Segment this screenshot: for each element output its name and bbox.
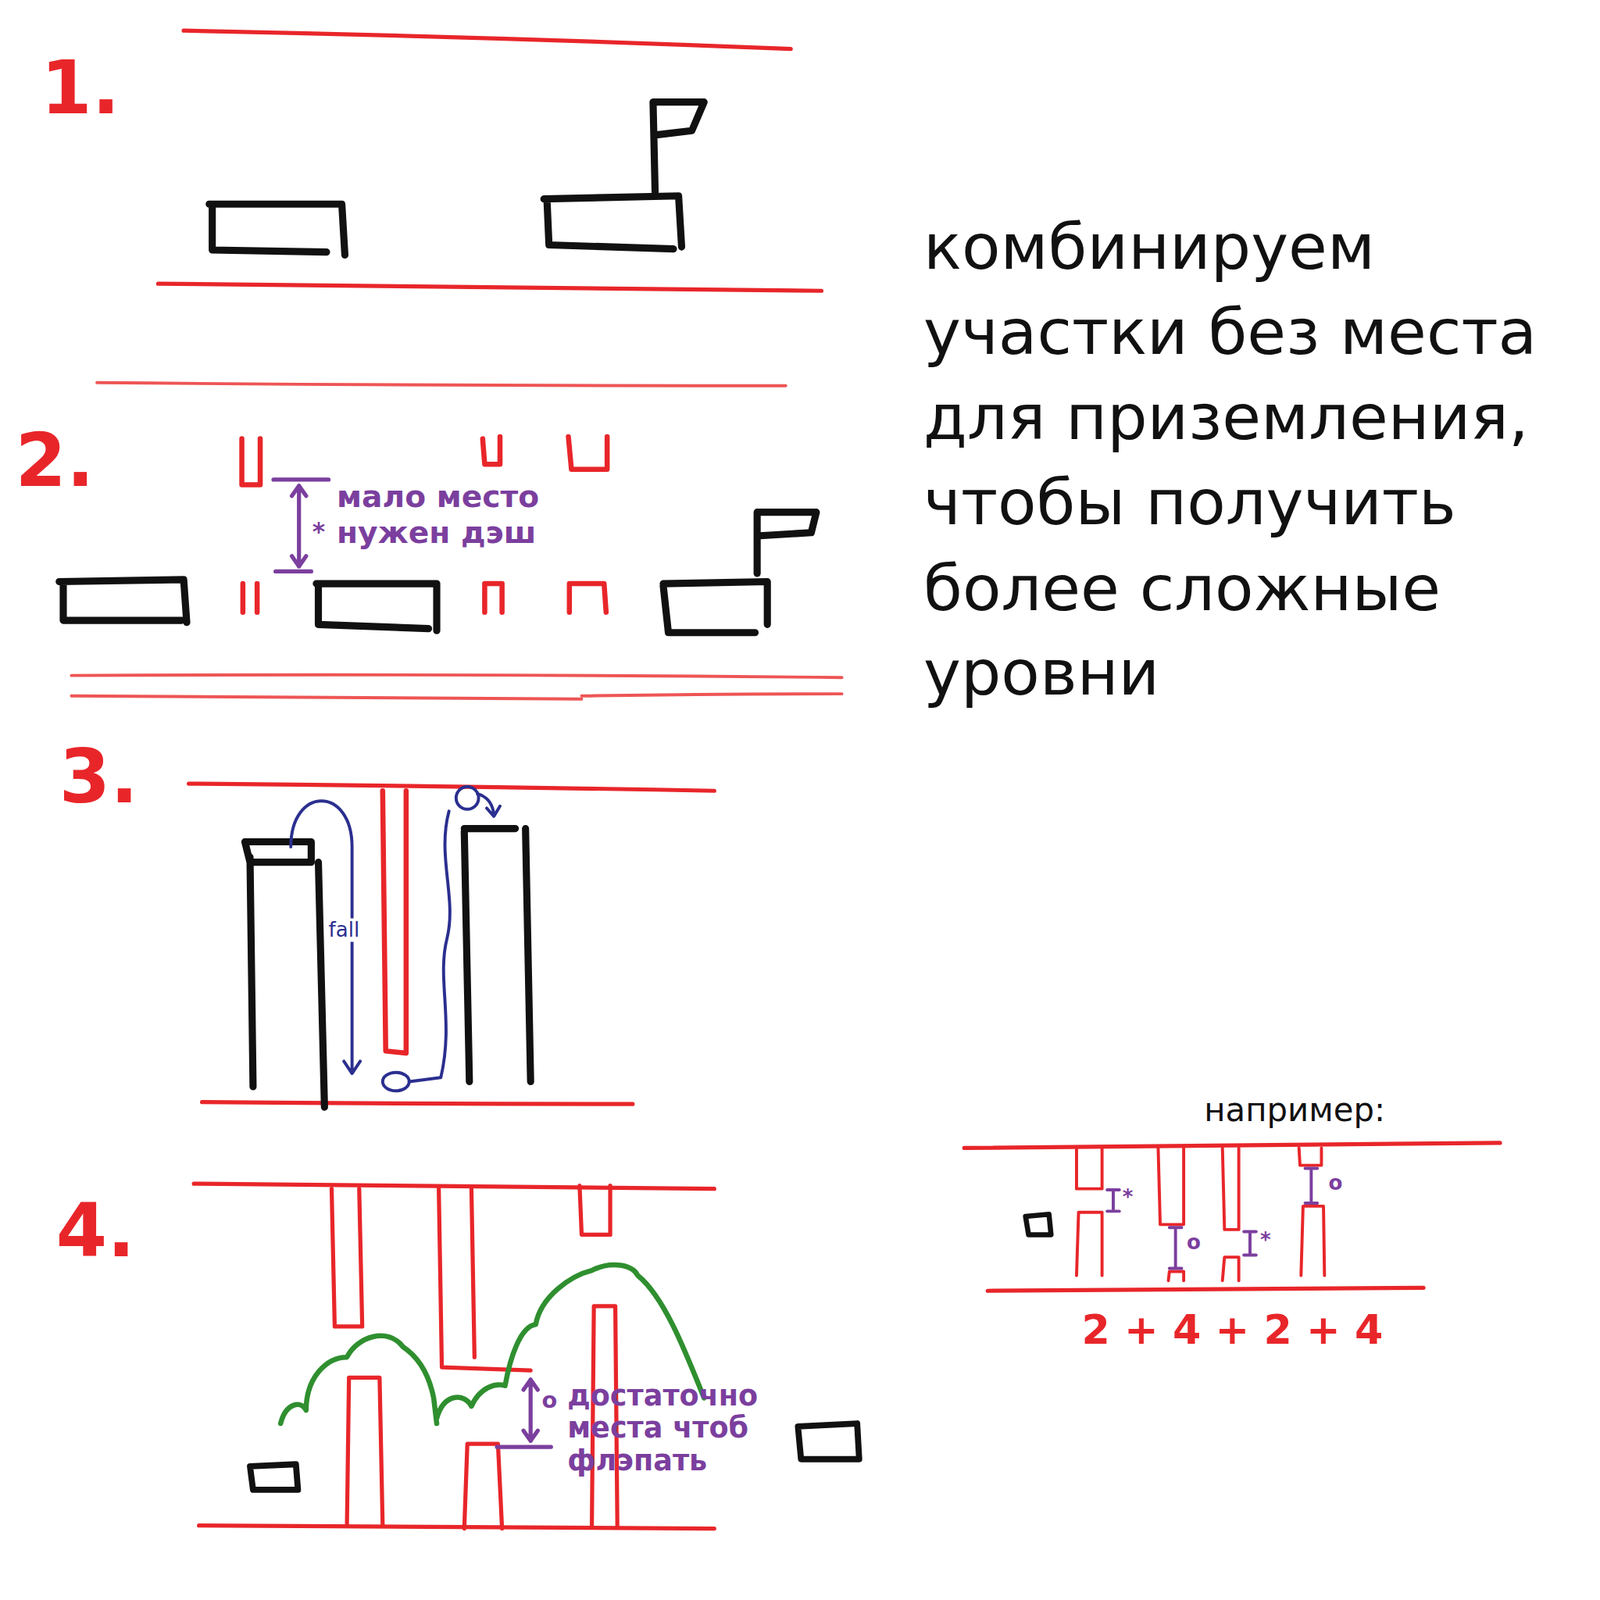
section-number: 1.	[40, 46, 120, 131]
goal-flag	[653, 102, 704, 193]
section-sum: 2 + 4 + 2 + 4	[1081, 1306, 1383, 1354]
pillar	[244, 842, 325, 1108]
level-boundary	[189, 783, 715, 1104]
level-boundary	[964, 1142, 1500, 1291]
motion-label: fall	[326, 918, 362, 943]
gap-marker: *	[1122, 1185, 1134, 1210]
platform	[250, 1464, 298, 1490]
platform	[59, 579, 187, 623]
example-heading: например:	[1203, 1092, 1386, 1130]
design-note: достаточно места чтоб флэпать	[567, 1379, 792, 1479]
gap-measure	[273, 479, 329, 572]
platform	[1025, 1214, 1052, 1235]
platform	[543, 196, 682, 250]
gap-marker: *	[312, 518, 325, 547]
player-path	[477, 793, 500, 817]
pillar	[464, 828, 531, 1083]
gap-marker: *	[1260, 1228, 1272, 1253]
goal-flag	[757, 512, 817, 574]
level-boundary	[157, 30, 822, 291]
platform	[316, 583, 437, 631]
gap-marker: o	[542, 1387, 558, 1414]
gap-measure	[1107, 1168, 1318, 1269]
platform	[797, 1423, 859, 1460]
player-path	[409, 810, 450, 1082]
section-number: 2.	[15, 418, 95, 504]
gap-marker: o	[1186, 1230, 1201, 1254]
wall	[382, 790, 407, 1054]
gap-marker: o	[1328, 1171, 1343, 1195]
level-boundary	[71, 382, 842, 700]
player	[456, 786, 479, 810]
design-note: мало место нужен дэш	[336, 479, 593, 550]
section-number: 3.	[59, 734, 139, 819]
platform	[663, 581, 768, 633]
player	[382, 1072, 410, 1092]
platform	[209, 203, 346, 255]
obstacle	[1076, 1147, 1325, 1281]
main-note: комбинируем участки без места для призем…	[923, 203, 1557, 717]
section-number: 4.	[56, 1189, 136, 1274]
obstacle	[242, 436, 608, 485]
obstacle	[242, 583, 607, 613]
